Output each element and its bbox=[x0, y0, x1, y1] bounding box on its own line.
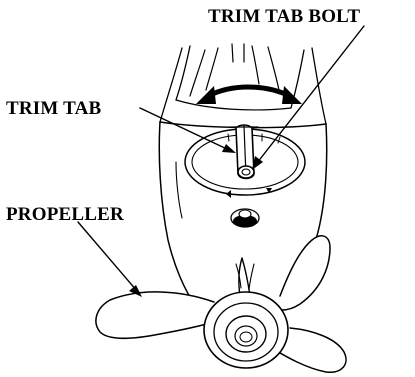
upper-housing bbox=[160, 44, 326, 124]
trim-tab-bolt-leader bbox=[257, 26, 364, 163]
rotation-arrow bbox=[196, 86, 302, 104]
trim-tab-label: TRIM TAB bbox=[6, 98, 102, 119]
trim-tab-bolt-label: TRIM TAB BOLT bbox=[208, 6, 360, 27]
propeller-label: PROPELLER bbox=[6, 204, 124, 225]
callout-labels: TRIM TAB BOLT TRIM TAB PROPELLER bbox=[6, 6, 360, 225]
trim-tab-leader bbox=[140, 108, 229, 150]
drain-plug bbox=[231, 209, 259, 227]
trim-tab-arrowhead bbox=[222, 144, 236, 153]
trim-tab-bolt bbox=[238, 166, 254, 178]
propeller-leader bbox=[78, 222, 137, 291]
propeller bbox=[96, 236, 346, 372]
